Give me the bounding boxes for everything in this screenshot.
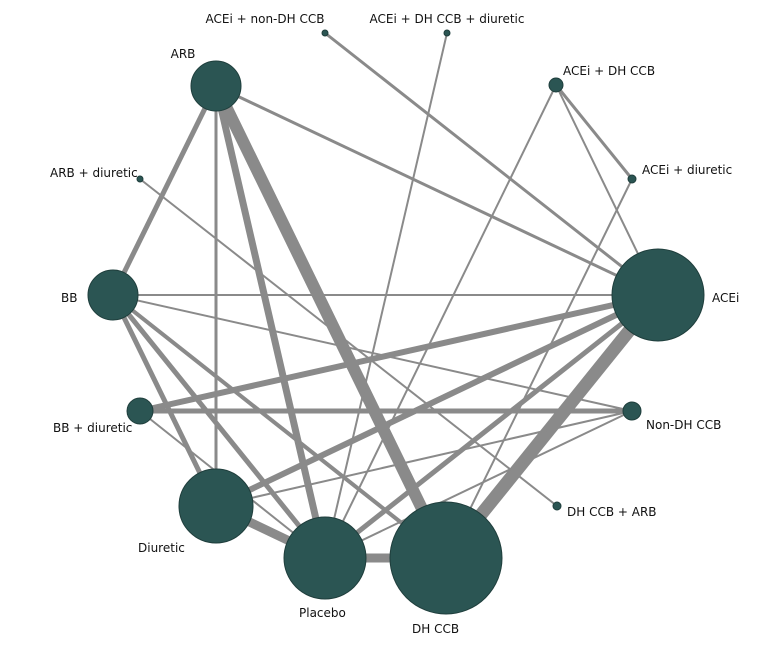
edge-arb-acei — [215, 84, 659, 297]
node-dhccb — [389, 501, 503, 615]
label-arb-diuretic: ARB + diuretic — [50, 166, 138, 180]
label-acei-diuretic: ACEi + diuretic — [642, 163, 732, 177]
edge-diuretic-nondhccb — [215, 410, 633, 507]
edge-bb-diuretic — [110, 293, 219, 508]
label-bb-diuretic: BB + diuretic — [53, 421, 132, 435]
node-nondhccb — [622, 401, 642, 421]
node-acei-dhccb — [548, 77, 564, 93]
edge-placebo-nondhccb — [324, 410, 633, 559]
edge-acei_dhccb-acei_diuretic — [554, 84, 634, 180]
node-acei — [611, 248, 705, 342]
node-bb-diuretic — [126, 397, 154, 425]
edge-arb-bb — [110, 84, 219, 297]
edge-arb_diuretic-dhccb_arb — [139, 178, 558, 507]
edge-bb_diuretic-acei — [139, 292, 659, 414]
label-acei-nondhccb: ACEi + non-DH CCB — [206, 12, 325, 26]
edge-acei_nondhccb-acei — [324, 31, 659, 297]
node-arb — [190, 60, 242, 112]
label-nondhccb: Non-DH CCB — [646, 418, 721, 432]
edge-placebo-acei — [323, 293, 660, 560]
node-acei-dhccb-diuretic — [443, 29, 451, 37]
label-arb: ARB — [171, 47, 196, 61]
edge-acei_dhccb_diuretic-placebo — [324, 32, 448, 559]
node-arb-diuretic — [136, 175, 144, 183]
label-acei: ACEi — [712, 291, 739, 305]
label-acei-dhccb-diuretic: ACEi + DH CCB + diuretic — [370, 12, 525, 26]
edge-arb-dhccb — [210, 83, 452, 561]
edge-arb-placebo — [212, 85, 329, 559]
node-dhccb-arb — [552, 501, 562, 511]
node-diuretic — [178, 468, 254, 544]
treatment-nodes — [87, 29, 705, 615]
label-placebo: Placebo — [299, 606, 346, 620]
label-diuretic: Diuretic — [138, 541, 185, 555]
label-acei-dhccb: ACEi + DH CCB — [563, 64, 655, 78]
edge-bb-dhccb — [111, 293, 448, 560]
node-placebo — [283, 516, 367, 600]
label-dhccb: DH CCB — [412, 622, 459, 636]
label-bb: BB — [61, 291, 77, 305]
edge-acei_diuretic-dhccb — [445, 178, 633, 559]
edge-bb-placebo — [111, 293, 327, 560]
label-dhccb-arb: DH CCB + ARB — [567, 505, 657, 519]
node-acei-nondhccb — [321, 29, 329, 37]
node-acei-diuretic — [627, 174, 637, 184]
edge-diuretic-acei — [214, 292, 660, 509]
treatment-labels: ACEi + non-DH CCB ACEi + DH CCB + diureti… — [50, 12, 739, 636]
node-bb — [87, 269, 139, 321]
edge-acei_dhccb-placebo — [324, 84, 557, 559]
